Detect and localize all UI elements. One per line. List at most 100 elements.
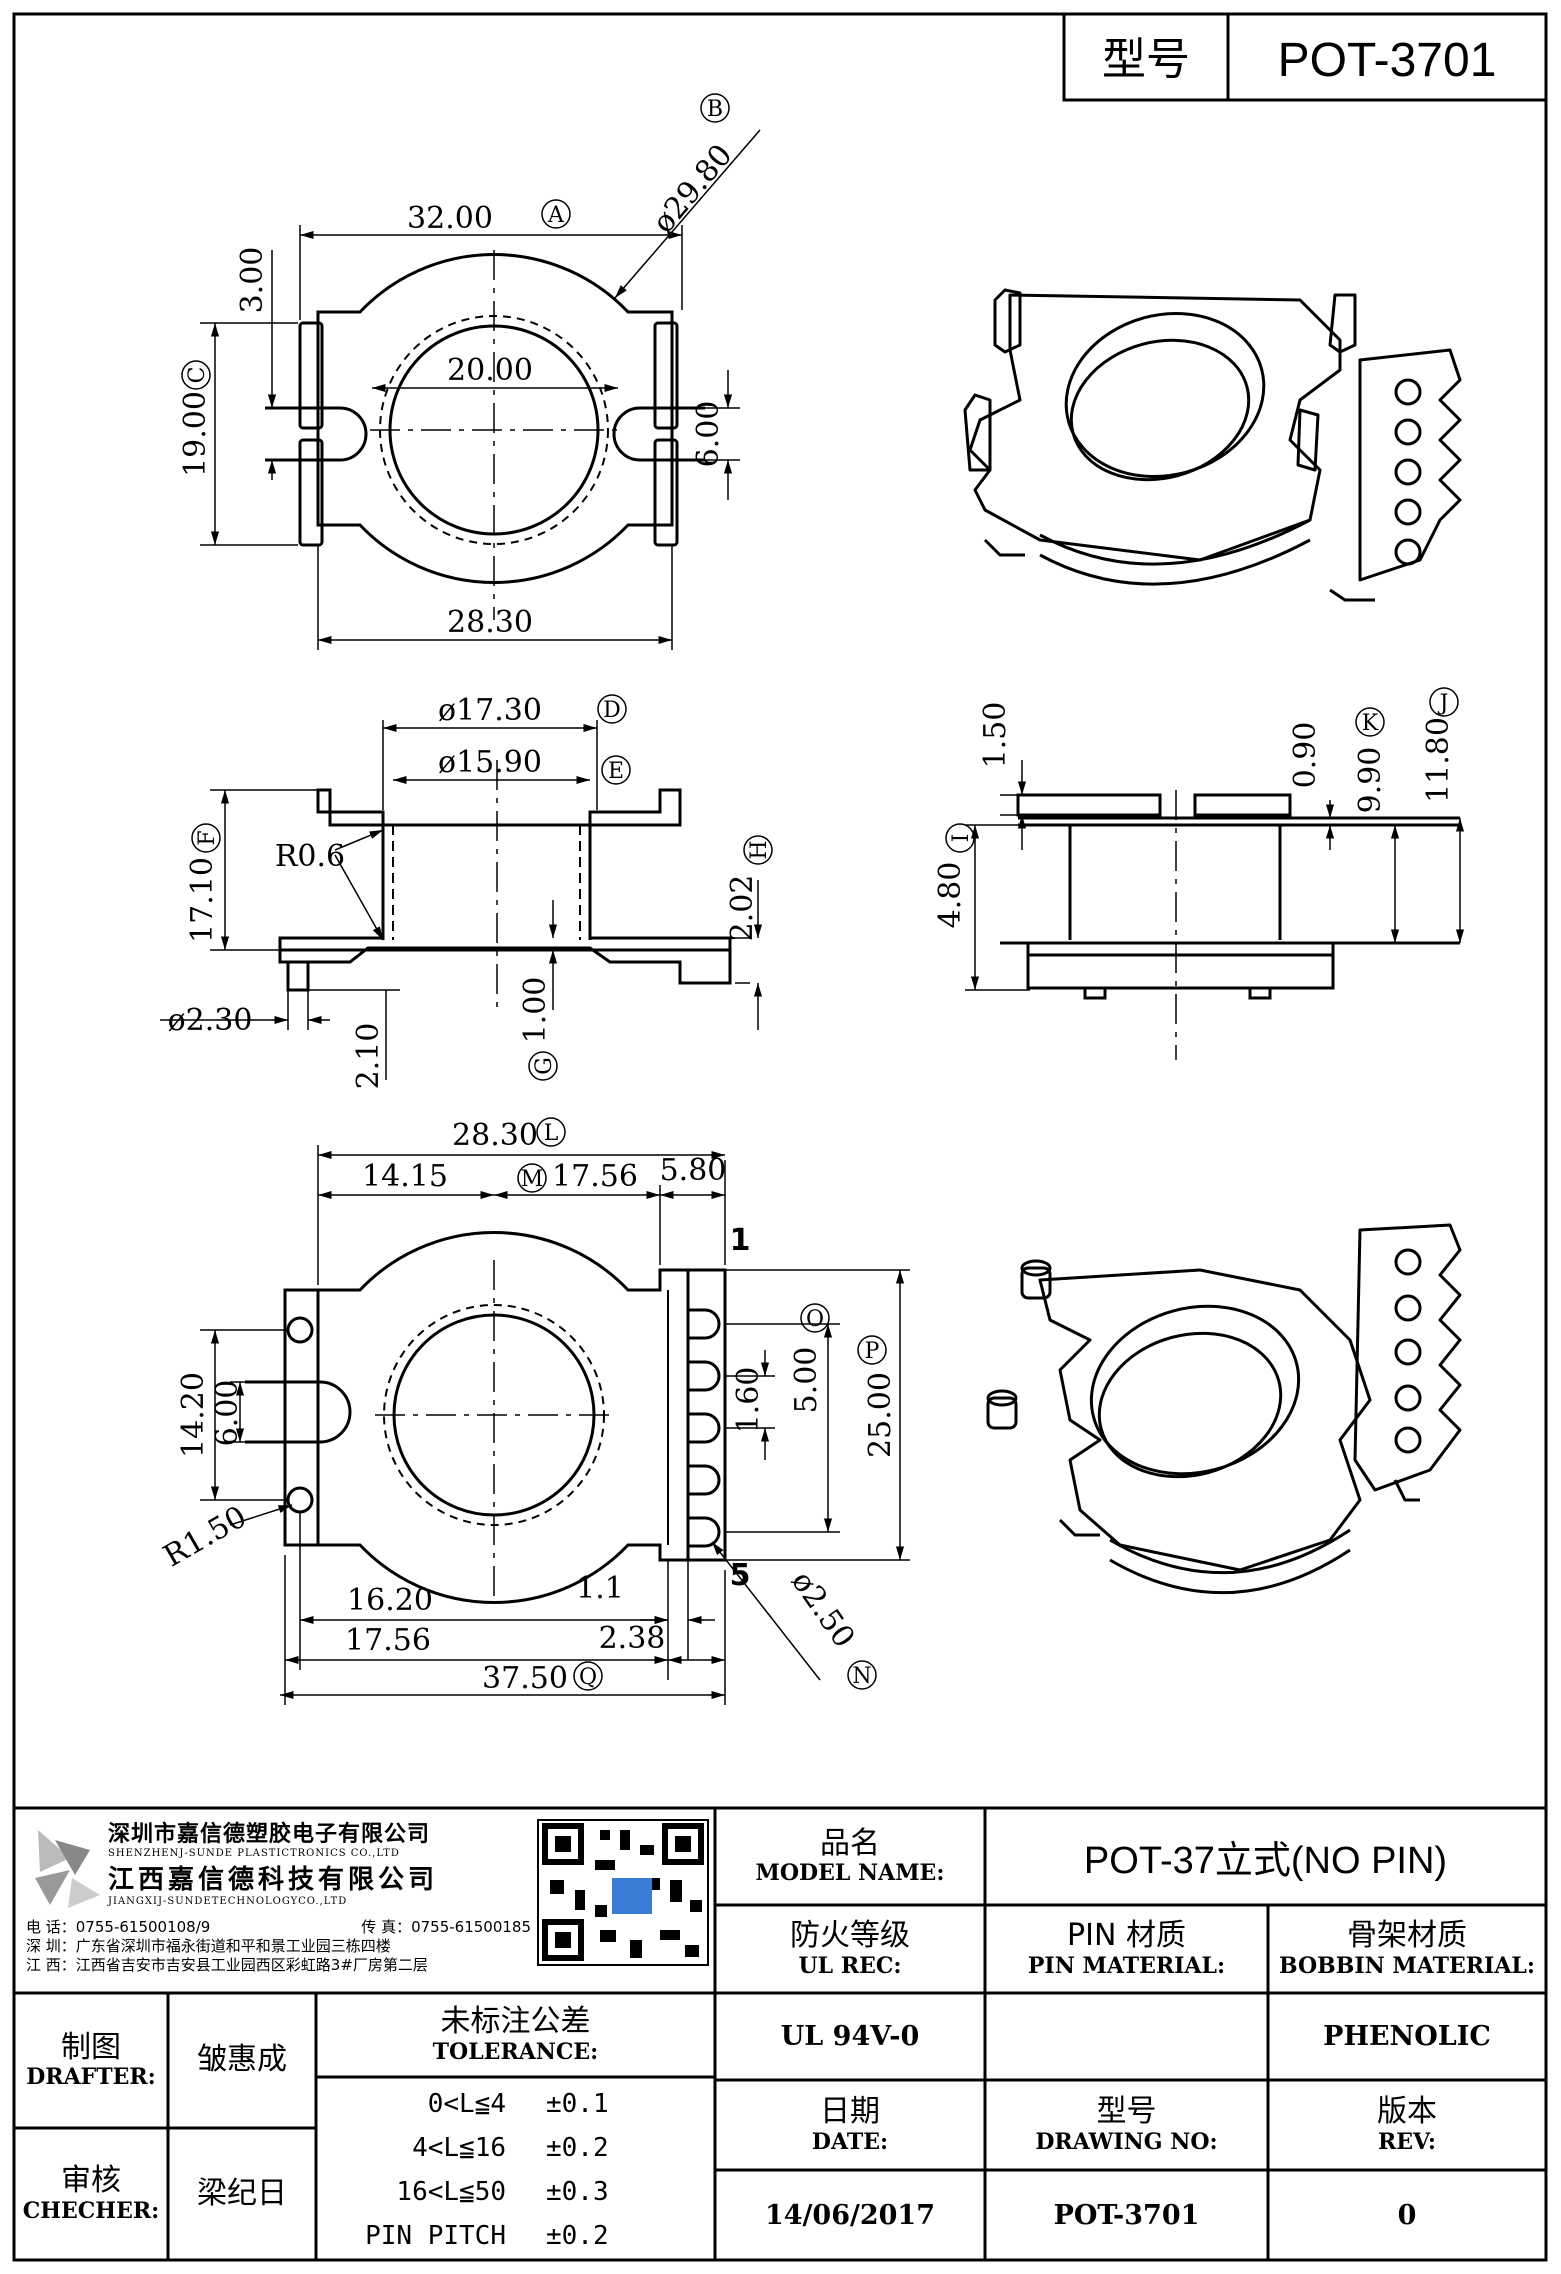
dim-right: 17.56	[552, 1159, 638, 1194]
ul-cn: 防火等级	[790, 1918, 910, 1954]
ref-g-bubble	[528, 1051, 558, 1081]
tolerance-value: ±0.3	[546, 2177, 609, 2207]
ref-i-bubble	[945, 823, 975, 853]
tolerance-row: 16<L≦50 ±0.3	[316, 2170, 715, 2214]
model-name-en: MODEL NAME:	[755, 1860, 945, 1887]
rev-cn: 版本	[1377, 2094, 1437, 2130]
dim-dia1: ø17.30	[438, 693, 542, 728]
drawing-value: POT-3701	[1053, 2199, 1200, 2231]
dim-d4: 11.80	[1421, 717, 1456, 803]
header-value: POT-3701	[1278, 34, 1497, 87]
ref-k-bubble	[1355, 707, 1385, 737]
pin-value-cell	[985, 1993, 1268, 2080]
tolerance-range: 16<L≦50	[396, 2177, 506, 2207]
ref-f: F	[195, 830, 220, 845]
rev-en: REV:	[1377, 2128, 1437, 2155]
company-fax: 传 真：0755-61500185	[361, 1918, 531, 1936]
company-logo	[35, 1830, 100, 1908]
bobbin-material-header: 骨架材质 BOBBIN MATERIAL:	[1268, 1905, 1546, 1993]
company-addr1: 深 圳：广东省深圳市福永街道和平和景工业园三栋四楼	[26, 1936, 391, 1955]
checker-value: 梁纪日	[197, 2175, 287, 2211]
checker-header: 审核 CHECHER:	[14, 2128, 168, 2260]
company-name2-cn: 江西嘉信德科技有限公司	[108, 1865, 439, 1895]
tolerance-value: ±0.1	[546, 2089, 609, 2119]
ref-j: J	[1438, 691, 1449, 716]
tolerance-value: ±0.2	[546, 2133, 609, 2163]
company-info: 深圳市嘉信德塑胶电子有限公司 SHENZHENJ-SUNDE PLASTICTR…	[108, 1816, 533, 1907]
company-contact: 电 话：0755-61500108/9 传 真：0755-61500185 深 …	[26, 1918, 536, 1974]
drafter-value-cell: 皱惠成	[168, 1993, 316, 2128]
drawing-value-cell: POT-3701	[985, 2170, 1268, 2260]
drafter-en: DRAFTER:	[26, 2064, 156, 2091]
dim-l1: 16.20	[347, 1583, 433, 1618]
ref-e: E	[608, 759, 624, 784]
ref-d: D	[603, 698, 621, 723]
dim-total: 37.50	[482, 1661, 568, 1696]
ul-value-cell: UL 94V-0	[715, 1993, 985, 2080]
dim-overall-width: 32.00	[407, 201, 493, 236]
ref-p-bubble	[857, 1335, 887, 1365]
pin-5-label: 5	[730, 1558, 751, 1593]
drawing-en: DRAWING NO:	[1035, 2128, 1218, 2155]
date-value-cell: 14/06/2017	[715, 2170, 985, 2260]
dim-d1: 1.50	[978, 702, 1013, 769]
ref-j-bubble	[1429, 687, 1459, 717]
bobbin-value: PHENOLIC	[1323, 2021, 1491, 2052]
ref-m-bubble	[517, 1163, 547, 1193]
ref-f-bubble	[191, 823, 221, 853]
model-name-header: 品名 MODEL NAME:	[715, 1808, 985, 1905]
company-phone: 电 话：0755-61500108/9	[26, 1918, 211, 1936]
ref-h: H	[747, 840, 772, 859]
tolerance-row: PIN PITCH ±0.2	[316, 2214, 715, 2258]
dim-hole: ø2.50	[784, 1565, 861, 1655]
header-label: 型号	[1102, 34, 1190, 85]
dim-height: 17.10	[185, 857, 220, 943]
ref-l-bubble	[536, 1117, 566, 1147]
bobbin-value-cell: PHENOLIC	[1268, 1993, 1546, 2080]
tolerance-range: 4<L≦16	[412, 2133, 506, 2163]
dim-pin-block: 5.80	[660, 1153, 727, 1188]
top-view-dimensions	[200, 129, 761, 650]
iso-view-top-right	[963, 288, 1462, 602]
bottom-view-dimensions	[200, 1145, 910, 1705]
dim-radius: R0.6	[275, 839, 345, 874]
model-name-cn: 品名	[820, 1825, 880, 1861]
ul-value: UL 94V-0	[780, 2021, 920, 2052]
ref-a: A	[547, 203, 565, 228]
dim-pin-h: 2.10	[351, 1023, 386, 1090]
pin-material-header: PIN 材质 PIN MATERIAL:	[985, 1905, 1268, 1993]
date-en: DATE:	[811, 2128, 889, 2155]
drafter-header: 制图 DRAFTER:	[14, 1993, 168, 2128]
dim-l3: 1.1	[576, 1571, 624, 1606]
pin-cn: PIN 材质	[1067, 1918, 1186, 1954]
dim-bottom-width: 28.30	[452, 1118, 538, 1153]
dim-half: 14.15	[362, 1159, 448, 1194]
dim-body-width: 28.30	[447, 605, 533, 640]
ref-g: G	[532, 1057, 557, 1075]
dim-inner-diameter: 20.00	[447, 353, 533, 388]
dim-outer-diameter: ø29.80	[646, 138, 740, 240]
dim-d5: 4.80	[933, 862, 968, 929]
side-view-dimensions	[160, 720, 763, 1080]
model-name-value: POT-37立式(NO PIN)	[1083, 1840, 1448, 1882]
sheet-border	[12, 12, 1548, 2262]
tolerance-range: 0<L≦4	[427, 2089, 506, 2119]
ref-a-bubble	[541, 199, 571, 229]
date-header: 日期 DATE:	[715, 2080, 985, 2170]
ref-m: M	[521, 1167, 544, 1192]
drawing-cn: 型号	[1096, 2094, 1157, 2130]
dim-l4: 2.38	[599, 1621, 666, 1656]
company-addr2: 江 西：江西省吉安市吉安县工业园西区彩虹路3#厂房第二层	[26, 1955, 428, 1974]
front-view	[1000, 790, 1460, 1060]
ref-d-bubble	[597, 694, 627, 724]
dim-flange-height: 19.00	[178, 391, 213, 477]
tolerance-range: PIN PITCH	[365, 2221, 506, 2251]
header-box: 型号 POT-3701	[1062, 12, 1548, 102]
checker-value-cell: 梁纪日	[168, 2128, 316, 2260]
dim-flange-t: 1.00	[518, 977, 553, 1044]
pin-en: PIN MATERIAL:	[1027, 1952, 1226, 1979]
dim-d3: 9.90	[1353, 747, 1388, 814]
dim-depth: 25.00	[863, 1372, 898, 1458]
side-view-labels: ø17.30 D ø15.90 E 17.10 F R0.6 2.02 H ø2…	[168, 693, 773, 1090]
